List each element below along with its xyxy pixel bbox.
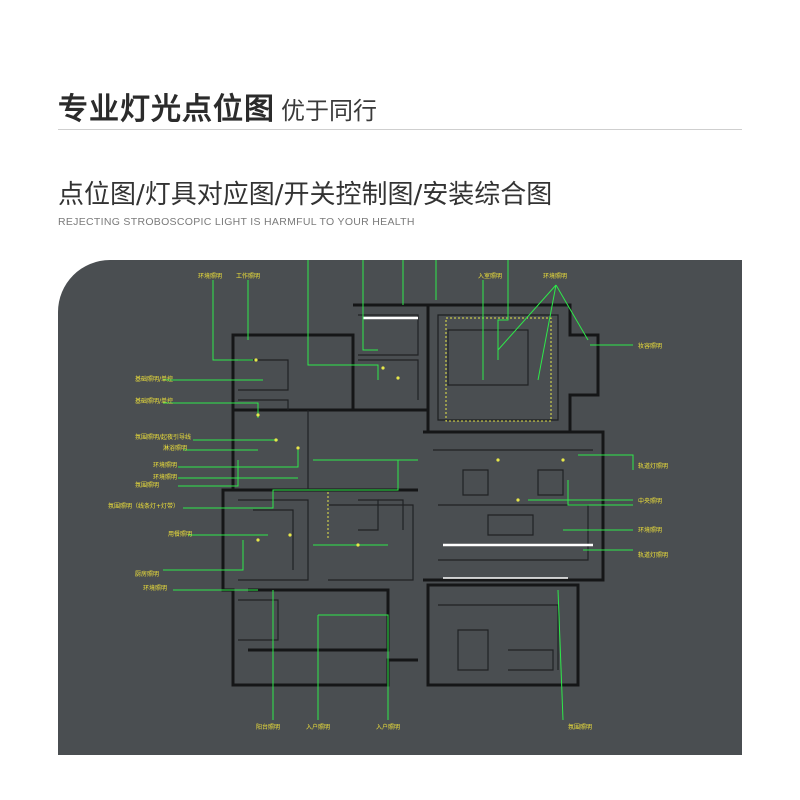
label-left-basic2: 基础照明/单控 <box>135 397 173 405</box>
control-wiring <box>163 260 634 721</box>
label-right-track1: 轨道灯照明 <box>638 462 668 470</box>
label-left-dining: 用餐照明 <box>168 530 192 538</box>
label-top-work: 工作照明 <box>236 272 260 280</box>
label-left-mood: 氛围照明 <box>135 481 159 489</box>
label-left-ring3: 环境照明 <box>143 584 167 592</box>
label-bottom-entry1: 入户照明 <box>306 723 330 731</box>
linear-lights <box>363 316 593 579</box>
title-main: 专业灯光点位图 <box>58 92 275 127</box>
label-bottom-entry2: 入户照明 <box>376 723 400 731</box>
label-left-ring1: 环境照明 <box>153 461 177 469</box>
label-right-center: 中央照明 <box>638 497 662 505</box>
label-right-makeup: 妆容照明 <box>638 342 662 350</box>
fixture-dots <box>254 358 565 547</box>
label-right-track2: 轨道灯照明 <box>638 551 668 559</box>
label-bottom-mood: 氛围照明 <box>568 723 592 731</box>
label-left-mood-strip: 氛围照明（线条灯+灯带） <box>108 502 179 510</box>
label-bottom-balcony: 阳台照明 <box>256 723 280 731</box>
fixture-labels: 环境照明 工作照明 入室照明 环境照明 基础照明/单控 基础照明/单控 氛围照明… <box>108 272 668 731</box>
label-left-basic1: 基础照明/单控 <box>135 375 173 383</box>
interior-lines <box>238 314 593 671</box>
label-top-ring2: 环境照明 <box>543 272 567 280</box>
label-left-ring2: 环境照明 <box>153 473 177 481</box>
label-left-kitchen: 厨房照明 <box>135 570 159 578</box>
page-title: 专业灯光点位图优于同行 <box>58 84 377 128</box>
floor-plan-drawing: 环境照明 工作照明 入室照明 环境照明 基础照明/单控 基础照明/单控 氛围照明… <box>108 260 668 731</box>
title-sub: 优于同行 <box>281 97 377 125</box>
section-subtitle: 点位图/灯具对应图/开关控制图/安装综合图 <box>58 180 553 210</box>
label-top-ring: 环境照明 <box>198 272 222 280</box>
section-caption: REJECTING STROBOSCOPIC LIGHT IS HARMFUL … <box>58 216 415 228</box>
walls <box>221 303 605 687</box>
floor-plan: 环境照明 工作照明 入室照明 环境照明 基础照明/单控 基础照明/单控 氛围照明… <box>58 260 742 755</box>
label-right-ring: 环境照明 <box>638 526 662 534</box>
label-left-mood-guide: 氛围照明/起夜引导线 <box>135 433 191 441</box>
title-divider <box>58 129 742 130</box>
strip-lights <box>327 317 552 540</box>
label-top-entry: 入室照明 <box>478 272 502 280</box>
label-left-wash: 淋浴照明 <box>163 444 187 452</box>
